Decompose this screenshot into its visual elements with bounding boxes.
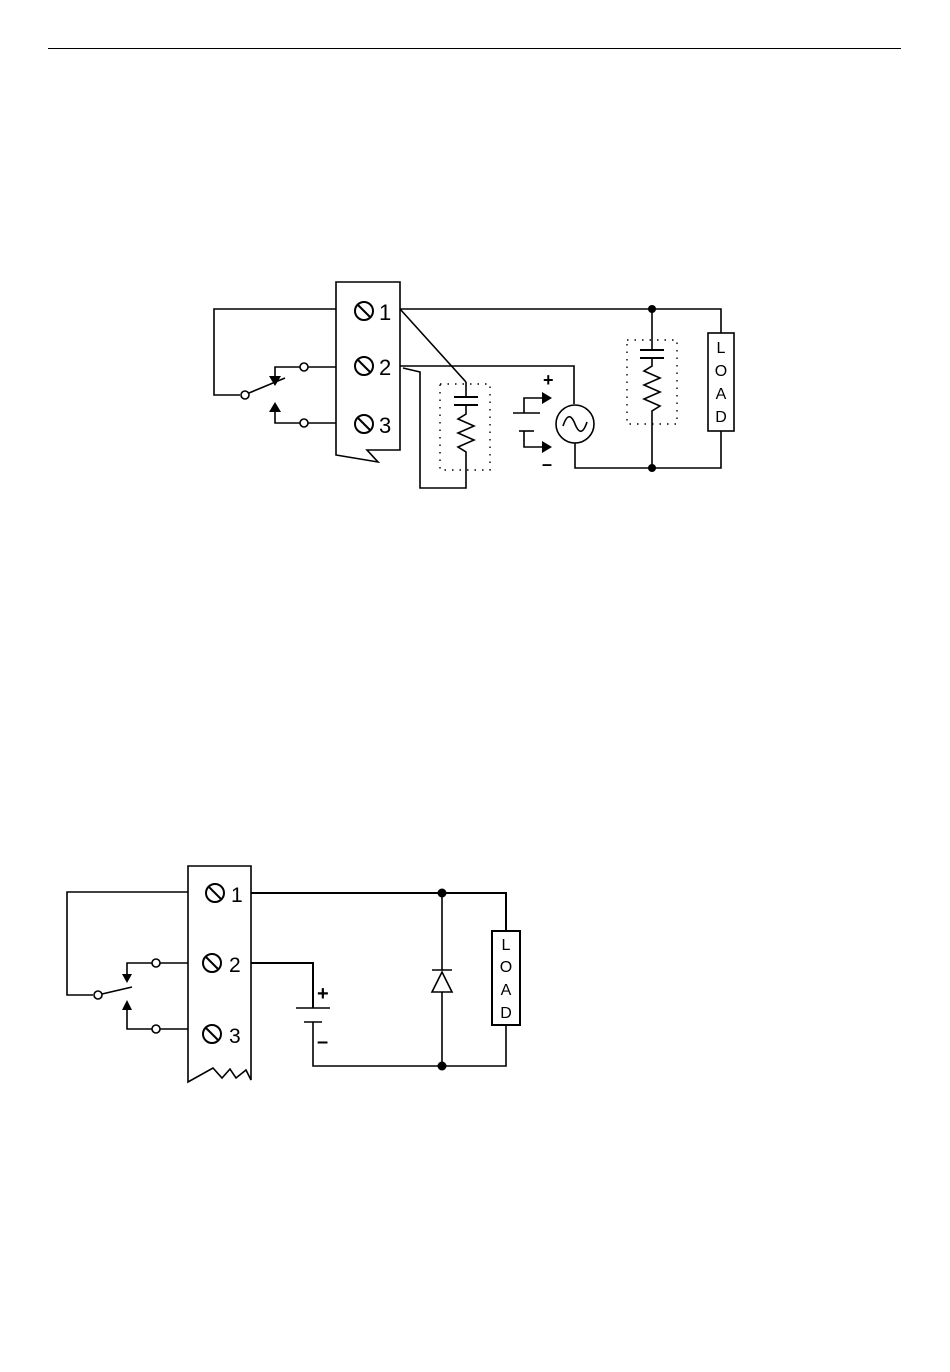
wire-terminal-1-to-load <box>251 893 506 931</box>
terminal-2-screw-icon <box>355 357 373 375</box>
terminal-1-screw-icon <box>206 884 224 902</box>
snubber-1-rc-icon <box>400 309 490 488</box>
dc-battery-icon <box>296 1008 330 1022</box>
snubber-2-rc-icon <box>627 309 677 468</box>
terminal-2-screw-icon <box>203 954 221 972</box>
load-letter: A <box>716 386 727 403</box>
terminal-1-label: 1 <box>231 884 243 907</box>
load-letter: L <box>717 340 726 357</box>
source-plus-label: + <box>543 370 554 390</box>
terminal-2-label: 2 <box>229 954 241 977</box>
battery-minus-label: – <box>317 1031 328 1053</box>
flyback-diode-icon <box>432 893 452 1066</box>
battery-plus-label: + <box>317 983 329 1005</box>
terminal-3-label: 3 <box>229 1025 241 1048</box>
terminal-1-screw-icon <box>355 302 373 320</box>
wire-terminal-1-to-load <box>400 309 721 333</box>
junction-dot <box>438 889 447 898</box>
ac-source-icon <box>513 392 594 453</box>
diagram-2-dc-relay-wiring: 1 2 3 + <box>67 866 520 1082</box>
source-minus-label: – <box>542 454 552 474</box>
terminal-2-label: 2 <box>379 355 391 380</box>
terminal-3-label: 3 <box>379 413 391 438</box>
relay-contact-icon <box>214 309 336 427</box>
load-letter: O <box>715 363 727 380</box>
wire-source-to-load <box>575 431 721 468</box>
wire-battery-to-load <box>313 1022 506 1066</box>
load-letter: O <box>500 959 512 976</box>
load-letter: A <box>501 982 512 999</box>
load-letter: D <box>715 409 727 426</box>
wire-terminal-2-to-battery <box>251 963 313 1008</box>
terminal-3-screw-icon <box>203 1025 221 1043</box>
load-letter: D <box>500 1005 512 1022</box>
relay-contact-icon <box>67 892 188 1033</box>
terminal-3-screw-icon <box>355 415 373 433</box>
terminal-1-label: 1 <box>379 300 391 325</box>
load-letter: L <box>502 937 511 954</box>
diagram-1-ac-relay-wiring: 1 2 3 <box>214 282 734 488</box>
junction-dot <box>438 1062 447 1071</box>
